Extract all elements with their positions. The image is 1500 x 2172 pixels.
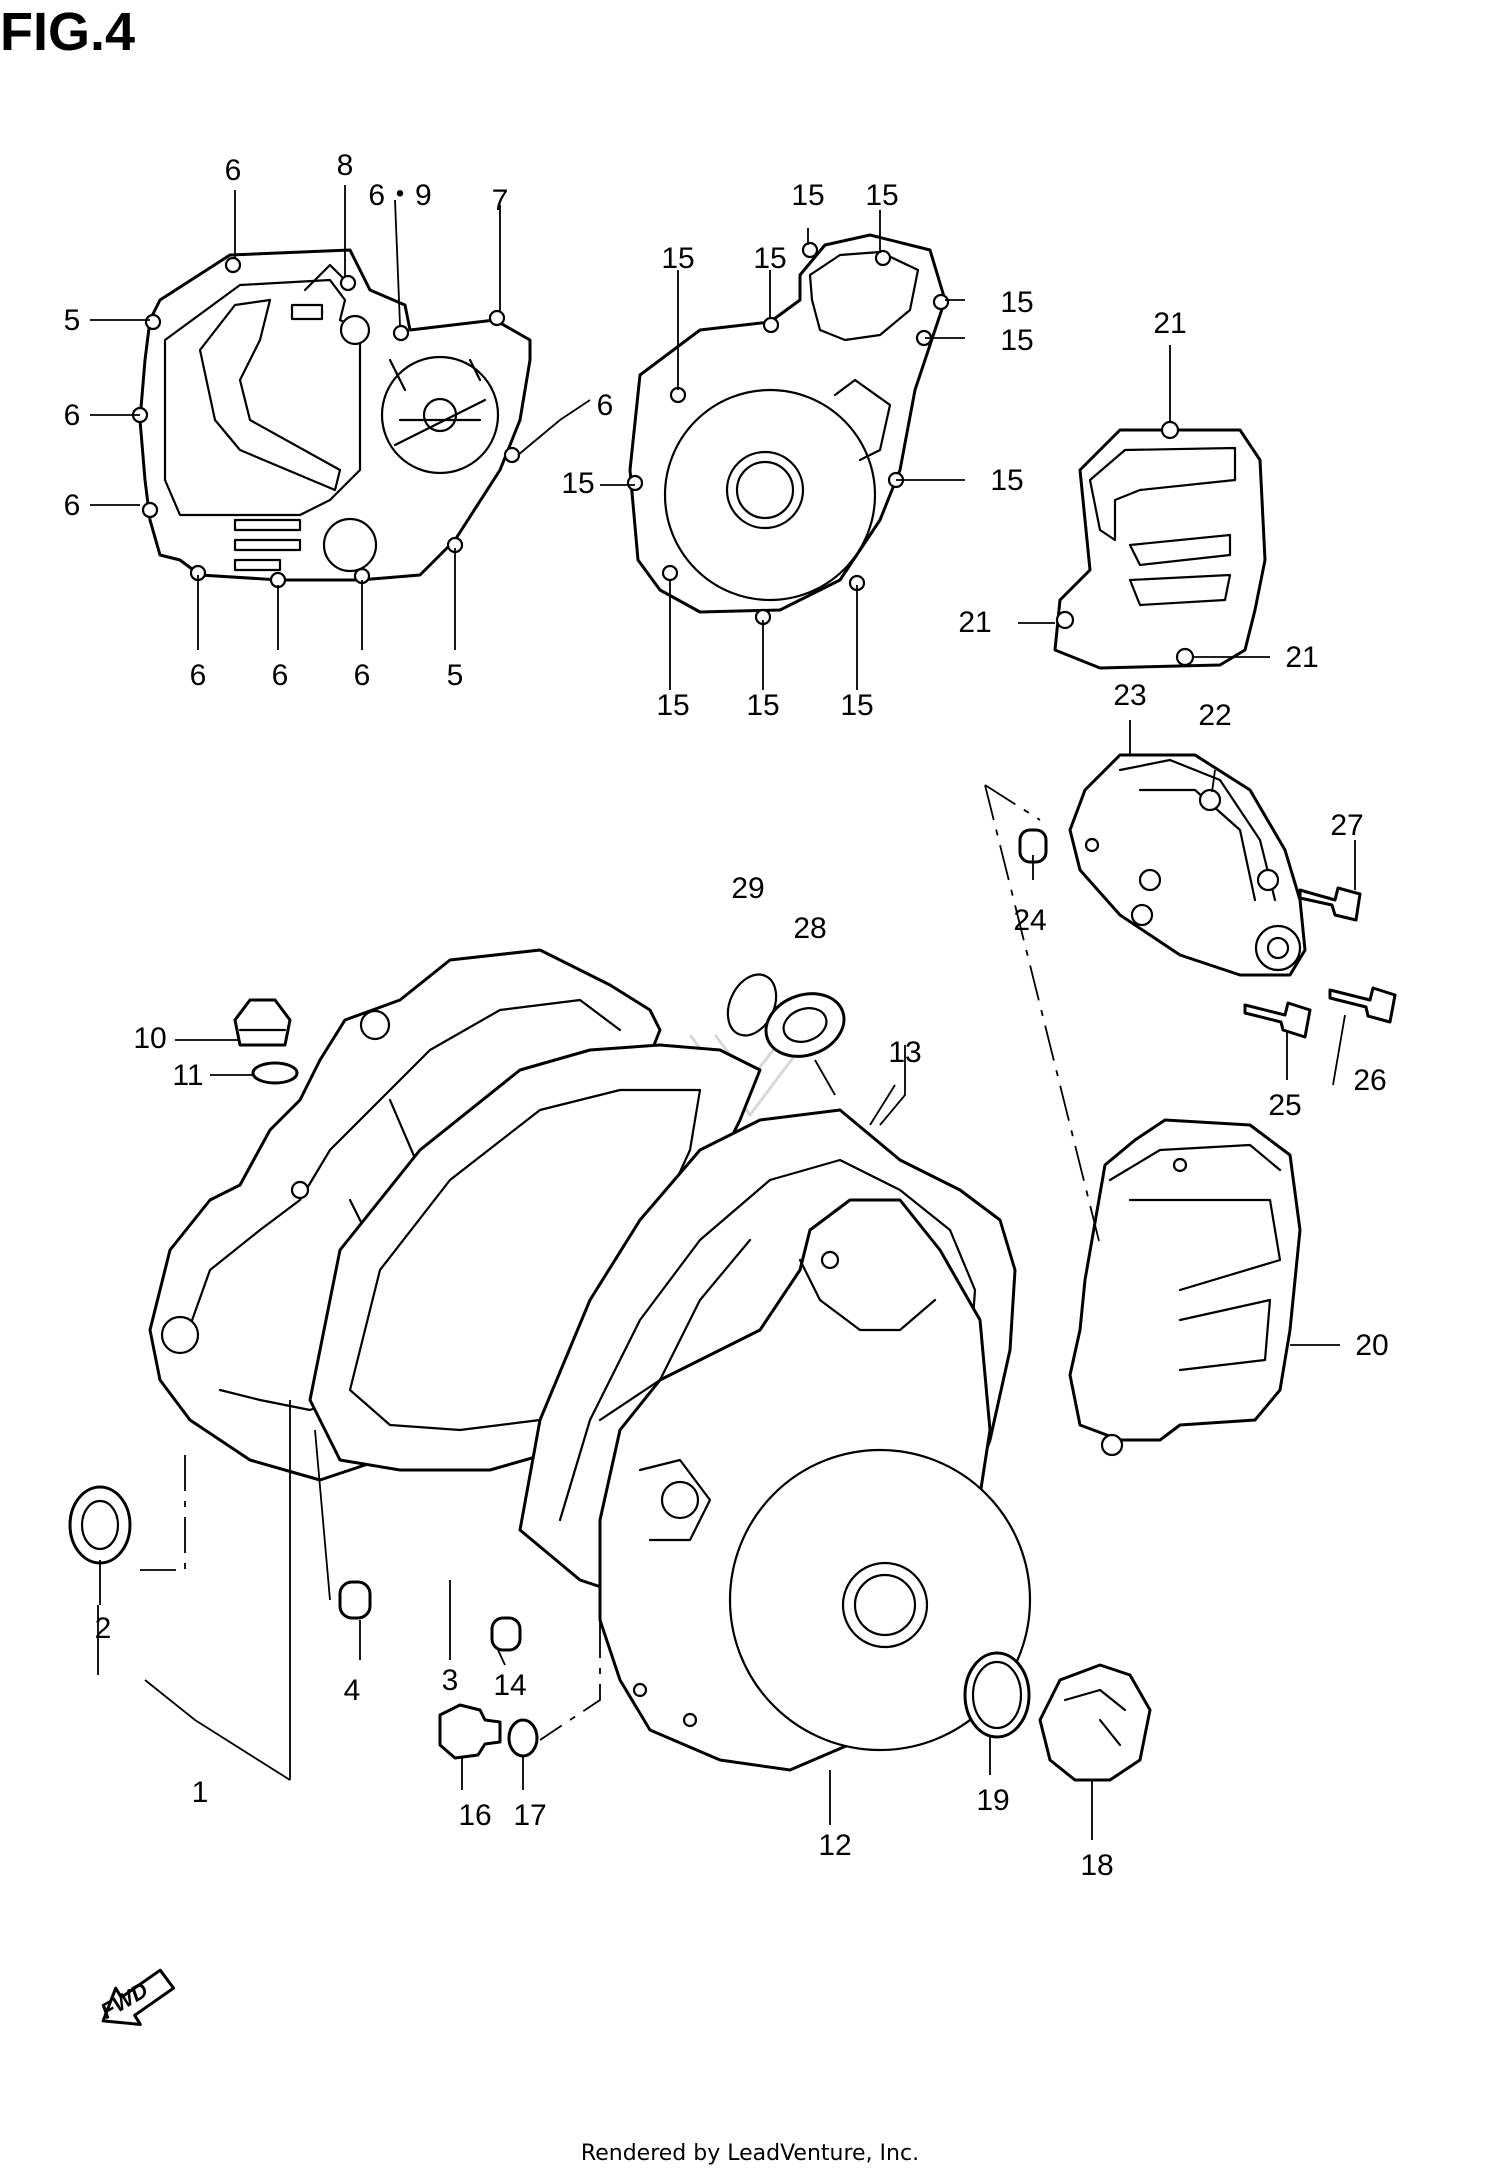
callout-19: 19 bbox=[976, 1784, 1009, 1817]
callout-1: 1 bbox=[192, 1776, 209, 1809]
dowel-pin-4[interactable] bbox=[338, 1580, 372, 1620]
callout-15: 15 bbox=[1000, 286, 1033, 319]
callout-15: 15 bbox=[990, 464, 1023, 497]
o-ring-19[interactable] bbox=[963, 1651, 1031, 1739]
callout-5: 5 bbox=[447, 659, 464, 692]
gasket-17[interactable] bbox=[507, 1718, 539, 1758]
callout-7: 7 bbox=[492, 184, 509, 217]
figure-title: FIG.4 bbox=[0, 2, 135, 62]
dowel-pin-14[interactable] bbox=[490, 1616, 522, 1652]
callout-21: 21 bbox=[1285, 641, 1318, 674]
plug-18[interactable] bbox=[1038, 1663, 1152, 1782]
callout-15: 15 bbox=[753, 242, 786, 275]
callout-25: 25 bbox=[1268, 1089, 1301, 1122]
callout-15: 15 bbox=[656, 689, 689, 722]
callout-6: 6 bbox=[64, 399, 81, 432]
magneto-cover[interactable] bbox=[626, 233, 950, 626]
callout-17: 17 bbox=[513, 1799, 546, 1832]
callout-6: 6 bbox=[190, 659, 207, 692]
fwd-arrow-icon: FWD bbox=[96, 1968, 176, 2026]
callout-11: 11 bbox=[172, 1059, 203, 1092]
callout-22: 22 bbox=[1198, 699, 1231, 732]
left-crankcase-cover[interactable] bbox=[131, 248, 532, 589]
callout-6: 6 bbox=[272, 659, 289, 692]
callout-15: 15 bbox=[840, 689, 873, 722]
callout-21: 21 bbox=[958, 606, 991, 639]
clutch-release[interactable] bbox=[1068, 753, 1307, 977]
callout-20: 20 bbox=[1355, 1329, 1388, 1362]
callout-4: 4 bbox=[344, 1674, 361, 1707]
callout-13: 13 bbox=[888, 1036, 921, 1069]
callout-10: 10 bbox=[133, 1022, 166, 1055]
callout-6: 6 bbox=[225, 154, 242, 187]
callout-18: 18 bbox=[1080, 1849, 1113, 1882]
callout-5: 5 bbox=[64, 304, 81, 337]
callout-3: 3 bbox=[442, 1664, 459, 1697]
plug-2[interactable] bbox=[68, 1485, 132, 1565]
callout-8: 8 bbox=[337, 149, 354, 182]
callout-12: 12 bbox=[818, 1829, 851, 1862]
callout-28: 28 bbox=[793, 912, 826, 945]
callout-6: 6 bbox=[354, 659, 371, 692]
callout-15: 15 bbox=[746, 689, 779, 722]
callout-16: 16 bbox=[458, 1799, 491, 1832]
callout-6-9: 6・9 bbox=[368, 179, 431, 212]
leader-lines bbox=[90, 185, 1356, 1840]
callout-29: 29 bbox=[731, 872, 764, 905]
callout-15: 15 bbox=[791, 179, 824, 212]
callout-6: 6 bbox=[64, 489, 81, 522]
bearing-28[interactable] bbox=[757, 983, 853, 1067]
callout-6: 6 bbox=[597, 389, 614, 422]
callout-14: 14 bbox=[493, 1669, 526, 1702]
callout-27: 27 bbox=[1330, 809, 1363, 842]
sprocket-cover[interactable] bbox=[1053, 420, 1267, 670]
callout-2: 2 bbox=[95, 1612, 112, 1645]
engine-sprocket-cover[interactable] bbox=[1068, 1118, 1302, 1457]
oil-filler-cap[interactable] bbox=[233, 998, 292, 1047]
bolt-27[interactable] bbox=[1298, 886, 1362, 922]
callout-15: 15 bbox=[561, 467, 594, 500]
callout-15: 15 bbox=[661, 242, 694, 275]
callout-26: 26 bbox=[1353, 1064, 1386, 1097]
crankcase-gasket[interactable] bbox=[308, 1043, 762, 1472]
callout-21: 21 bbox=[1153, 307, 1186, 340]
o-ring-11[interactable] bbox=[251, 1061, 299, 1085]
right-crankcase-cover[interactable] bbox=[598, 1198, 1032, 1772]
callout-labels: 6 8 6・9 7 5 6 6 6 6 6 6 5 15 15 15 15 15… bbox=[64, 149, 1389, 1882]
callout-15: 15 bbox=[1000, 324, 1033, 357]
callout-24: 24 bbox=[1013, 904, 1046, 937]
footer-credit: Rendered by LeadVenture, Inc. bbox=[581, 2141, 919, 2166]
bolt-26[interactable] bbox=[1328, 986, 1397, 1024]
callout-15: 15 bbox=[865, 179, 898, 212]
bolt-25[interactable] bbox=[1243, 1001, 1312, 1039]
callout-23: 23 bbox=[1113, 679, 1146, 712]
drain-plug-16[interactable] bbox=[438, 1703, 502, 1760]
